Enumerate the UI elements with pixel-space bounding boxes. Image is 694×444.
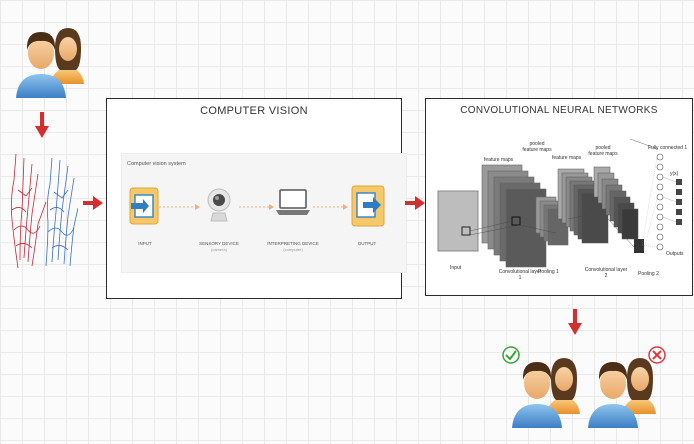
label-input: Input xyxy=(450,265,462,271)
users-icon xyxy=(16,28,84,98)
step-interpreting-device: INTERPRETING DEVICE (computer) xyxy=(267,241,319,252)
label-feature-maps-2: feature maps xyxy=(552,155,582,161)
label-pool1: Pooling 1 xyxy=(538,269,559,275)
cv-system-label: Computer vision system xyxy=(127,161,186,167)
label-feature-maps-1: feature maps xyxy=(484,157,514,163)
cnn-panel: CONVOLUTIONAL NEURAL NETWORKS xyxy=(425,98,693,296)
cross-circle-icon xyxy=(648,346,666,364)
output-icon xyxy=(351,185,385,227)
label-pooled-1: pooled feature maps xyxy=(522,141,552,153)
label-pool2: Pooling 2 xyxy=(638,271,659,277)
step-sensory-device: SENSORY DEVICE (camera) xyxy=(199,241,239,252)
label-pooled-2: pooled feature maps xyxy=(588,145,618,157)
panel-title: CONVOLUTIONAL NEURAL NETWORKS xyxy=(460,105,658,116)
panel-title: COMPUTER VISION xyxy=(200,105,308,117)
step-output: OUTPUT xyxy=(357,241,377,246)
arrow-down-icon xyxy=(568,309,582,335)
hand-vein-icon xyxy=(10,153,78,268)
arrow-down-icon xyxy=(35,112,49,138)
label-outputs: Outputs xyxy=(666,251,684,257)
laptop-icon xyxy=(276,189,310,215)
label-fully-connected: Fully connected 1 xyxy=(648,145,688,151)
input-icon xyxy=(129,187,159,225)
camera-icon xyxy=(207,188,231,222)
check-circle-icon xyxy=(502,346,520,364)
label-conv2: Convolutional layer 2 xyxy=(584,267,628,279)
label-conv1: Convolutional layer 1 xyxy=(498,269,542,281)
users-accepted-icon xyxy=(512,358,580,428)
cnn-architecture xyxy=(437,138,682,268)
step-input: INPUT xyxy=(138,241,152,246)
arrow-right-icon xyxy=(405,196,425,210)
label-yx: y(x) xyxy=(670,171,679,177)
flow-connectors xyxy=(159,204,348,210)
arrow-right-icon xyxy=(83,196,103,210)
users-rejected-icon xyxy=(588,358,656,428)
computer-vision-panel: COMPUTER VISION Computer vision system xyxy=(106,98,407,299)
